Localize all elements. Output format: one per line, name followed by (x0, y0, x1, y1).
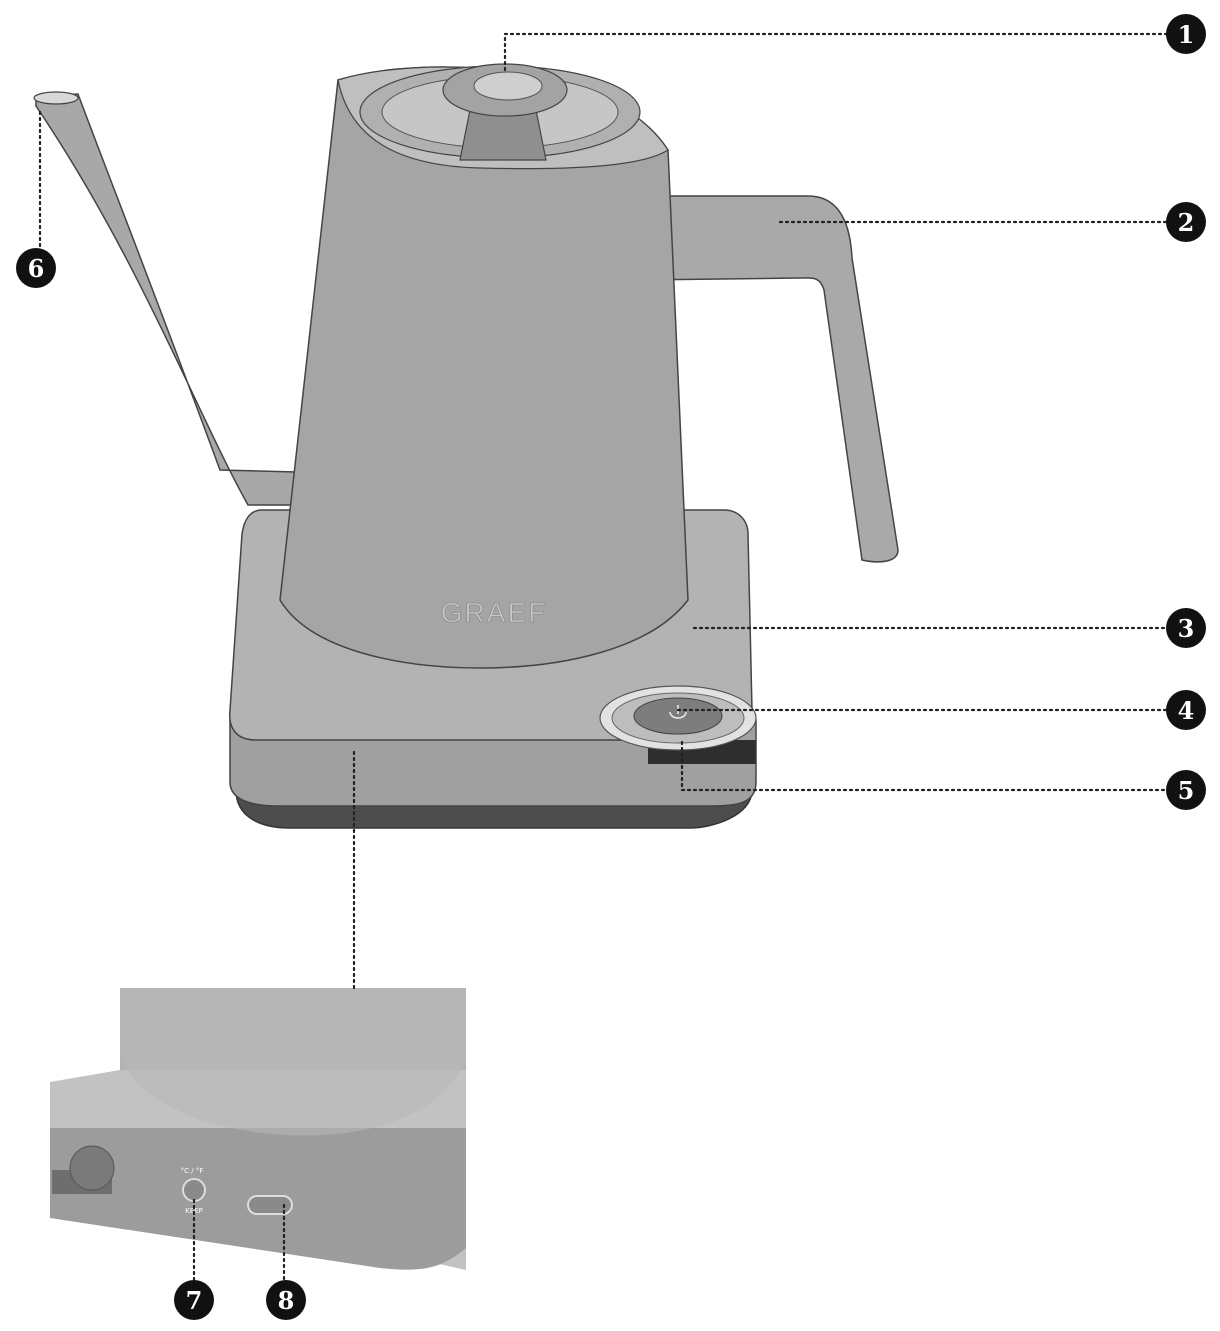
brand-logo: GRAEF (441, 597, 547, 628)
callout-1: 1 (1166, 14, 1206, 54)
power-button[interactable] (599, 685, 757, 764)
callout-6: 6 (16, 248, 56, 288)
callout-4: 4 (1166, 690, 1206, 730)
callout-7-number: 7 (186, 1286, 203, 1315)
callout-4-number: 4 (1178, 696, 1195, 725)
rear-view-inset: °C / °F KEEP (50, 988, 466, 1270)
lid-knob[interactable] (442, 63, 568, 161)
leader-lines (38, 32, 1170, 1284)
callout-3-number: 3 (1178, 614, 1195, 643)
callout-6-number: 6 (28, 254, 45, 283)
callout-5: 5 (1166, 770, 1206, 810)
gooseneck-spout (33, 91, 301, 506)
callout-2-number: 2 (1178, 208, 1195, 237)
callout-2: 2 (1166, 202, 1206, 242)
unit-button[interactable]: °C / °F KEEP (181, 1167, 206, 1215)
callout-8: 8 (266, 1280, 306, 1320)
callout-7: 7 (174, 1280, 214, 1320)
kettle-handle (639, 195, 899, 563)
callout-3: 3 (1166, 608, 1206, 648)
unit-button-label-top: °C / °F (181, 1167, 204, 1175)
callout-5-number: 5 (1178, 776, 1195, 805)
rear-button[interactable] (247, 1195, 293, 1215)
callout-8-number: 8 (278, 1286, 295, 1315)
power-cord (52, 1145, 115, 1194)
callout-1-number: 1 (1178, 20, 1195, 49)
